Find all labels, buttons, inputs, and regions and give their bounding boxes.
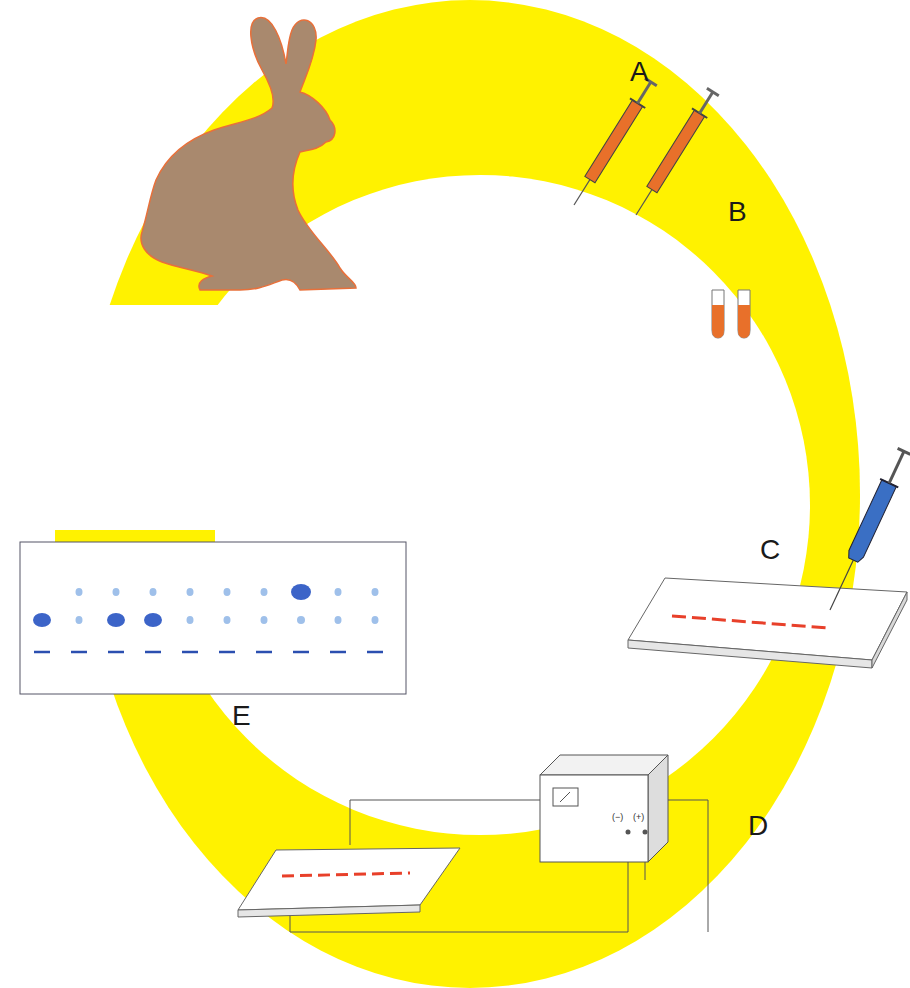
step-letter: B [728,198,747,226]
gel-plate-loading [628,578,907,668]
terminal-label: (+) [633,813,644,822]
rabbit-silhouette [141,18,356,290]
stained-gel [20,530,406,694]
electrophoresis-setup [238,755,708,932]
terminal-label: (−) [612,813,623,822]
step-letter: D [748,812,768,840]
step-letter: E [232,702,251,730]
step-letter: A [630,58,649,86]
band-gap [0,305,232,543]
syringes [566,77,720,220]
blood-tubes [712,290,750,338]
loading-syringe [821,447,910,614]
step-letter: C [760,536,780,564]
